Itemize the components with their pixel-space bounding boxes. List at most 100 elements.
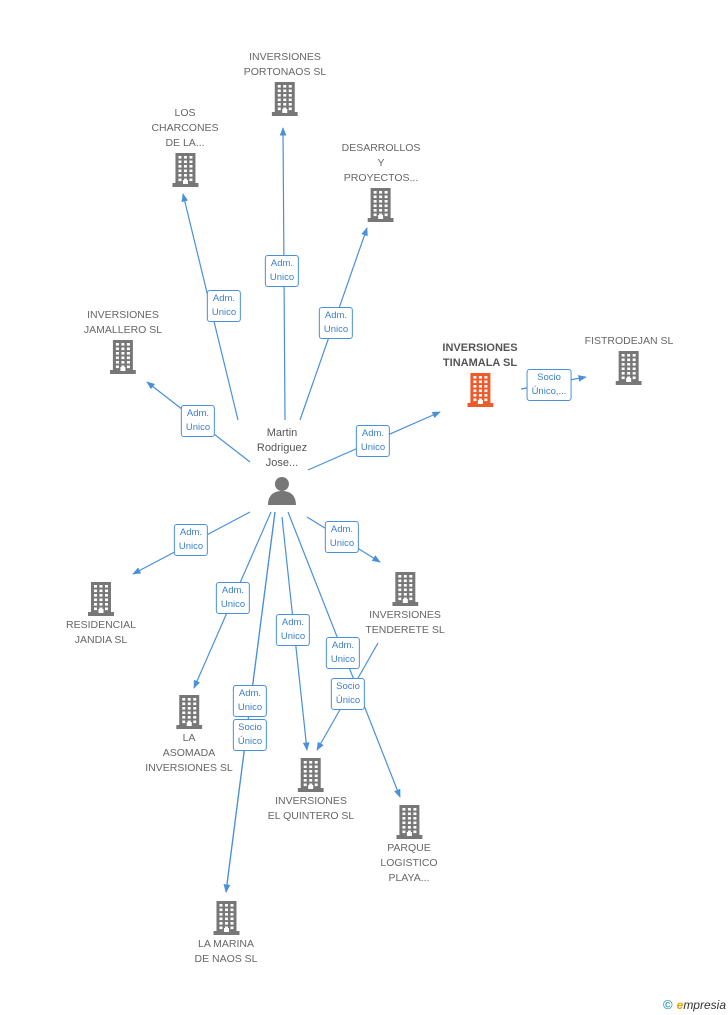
edge-label-text: Unico bbox=[329, 538, 355, 549]
company-label: RESIDENCIAL JANDIA SL bbox=[66, 618, 136, 648]
company-label-line: ASOMADA bbox=[162, 747, 216, 759]
company-node-parque[interactable]: PARQUE LOGISTICO PLAYA... bbox=[380, 803, 438, 886]
company-label-line: INVERSIONES bbox=[275, 795, 347, 807]
edge-label-text: Adm. bbox=[221, 585, 245, 596]
copyright-icon: © bbox=[663, 997, 673, 1012]
company-label-line: Y bbox=[377, 157, 385, 169]
company-label-line: RESIDENCIAL bbox=[65, 619, 137, 631]
edge-label[interactable]: Adm.Unico bbox=[215, 582, 251, 614]
company-node-residencial[interactable]: RESIDENCIAL JANDIA SL bbox=[66, 580, 136, 648]
company-label-line: PORTONAOS SL bbox=[243, 66, 327, 78]
company-node-quintero[interactable]: INVERSIONES EL QUINTERO SL bbox=[268, 756, 355, 824]
company-label-line: TINAMALA SL bbox=[442, 357, 518, 369]
edge-label[interactable]: Adm. Unico bbox=[180, 405, 216, 437]
company-label: INVERSIONES EL QUINTERO SL bbox=[268, 794, 355, 824]
company-label-line: DE LA... bbox=[165, 137, 205, 149]
edge-label-text: Socio bbox=[537, 372, 561, 383]
edge-label[interactable]: Adm. Unico bbox=[264, 255, 300, 287]
building-icon bbox=[88, 582, 114, 616]
company-label-line: LA bbox=[182, 732, 196, 744]
building-icon bbox=[109, 340, 136, 374]
company-label-line: FISTRODEJAN SL bbox=[584, 335, 674, 347]
building-icon bbox=[298, 758, 324, 792]
edge-label-text: Unico bbox=[211, 307, 237, 318]
edge-label-text: Adm. bbox=[270, 258, 294, 269]
person-label-line: Jose... bbox=[265, 457, 299, 469]
building-icon bbox=[616, 351, 642, 385]
edge-label[interactable]: Adm. Unico bbox=[324, 521, 360, 553]
edge-label[interactable]: Adm.Unico bbox=[173, 524, 209, 556]
edge-label-text: Unico bbox=[185, 422, 211, 433]
company-node-desarrollos[interactable]: DESARROLLOS Y PROYECTOS... bbox=[342, 141, 421, 224]
company-label-line: JANDIA SL bbox=[74, 634, 128, 646]
edge-label-text: Unico bbox=[269, 272, 295, 283]
edge-label[interactable]: Adm.Unico bbox=[275, 614, 311, 646]
company-label-line: INVERSIONES bbox=[369, 609, 441, 621]
edge-label-text: Unico bbox=[280, 631, 306, 642]
company-label: FISTRODEJAN SL bbox=[585, 334, 674, 349]
company-label-line: LOS bbox=[174, 107, 196, 119]
edge-label-text: Unico bbox=[330, 654, 356, 665]
company-label-line: EL QUINTERO SL bbox=[267, 810, 355, 822]
edge-label-text: Adm. bbox=[331, 640, 355, 651]
edge-label[interactable]: Adm. Unico bbox=[206, 290, 242, 322]
building-icon bbox=[467, 373, 493, 407]
edge-label-text: Único,... bbox=[531, 386, 567, 397]
building-icon bbox=[396, 805, 422, 839]
edge-label[interactable]: Adm. Unico bbox=[325, 637, 361, 669]
person-icon bbox=[267, 477, 296, 505]
edge-label-text: Unico bbox=[360, 442, 386, 453]
footer: © empresia bbox=[663, 997, 726, 1012]
edge-label-text: Socio bbox=[238, 722, 262, 733]
company-label-line: PARQUE bbox=[387, 842, 431, 854]
edge-label-text: Unico bbox=[178, 541, 204, 552]
edge-label-text: Único bbox=[335, 695, 361, 706]
company-label: INVERSIONES PORTONAOS SL bbox=[244, 50, 326, 80]
edge-label-text: Adm. bbox=[324, 310, 348, 321]
edge-label-text: Adm. bbox=[330, 524, 354, 535]
company-label-line: DESARROLLOS bbox=[341, 142, 421, 154]
company-node-fistrodejan[interactable]: FISTRODEJAN SL bbox=[585, 334, 674, 387]
company-label: INVERSIONES JAMALLERO SL bbox=[84, 308, 162, 338]
building-icon bbox=[368, 188, 394, 222]
company-label-line: JAMALLERO SL bbox=[83, 324, 163, 336]
edge-label-text: Unico bbox=[237, 702, 263, 713]
company-node-tinamala[interactable]: INVERSIONES TINAMALA SL bbox=[442, 341, 518, 409]
edge-label[interactable]: Adm.Unico bbox=[318, 307, 354, 339]
edge-label-text: Adm. bbox=[238, 688, 262, 699]
person-label-line: Rodriguez bbox=[256, 442, 308, 454]
edge-label-text: Adm. bbox=[212, 293, 236, 304]
empresia-logo[interactable]: empresia bbox=[676, 997, 726, 1012]
company-node-jamallero[interactable]: INVERSIONES JAMALLERO SL bbox=[84, 308, 162, 376]
edge-label[interactable]: Adm. Unico bbox=[355, 425, 391, 457]
company-node-portonaos[interactable]: INVERSIONES PORTONAOS SL bbox=[244, 50, 326, 118]
company-label-line: PROYECTOS... bbox=[343, 172, 419, 184]
company-label: DESARROLLOS Y PROYECTOS... bbox=[342, 141, 421, 186]
company-label-line: LA MARINA bbox=[197, 938, 255, 950]
edge-label-text: Adm. bbox=[186, 408, 210, 419]
company-label-line: INVERSIONES bbox=[249, 51, 321, 63]
edge-label-text: Adm. bbox=[361, 428, 385, 439]
building-icon bbox=[176, 695, 202, 729]
edge-label[interactable]: Adm. Unico bbox=[232, 685, 268, 717]
company-label-line: INVERSIONES bbox=[442, 342, 518, 354]
person-label-line: Martin bbox=[266, 427, 298, 439]
company-label: PARQUE LOGISTICO PLAYA... bbox=[380, 841, 437, 886]
company-label-line: PLAYA... bbox=[388, 872, 430, 884]
company-label-line: INVERSIONES bbox=[87, 309, 159, 321]
company-label-line: LOGISTICO bbox=[380, 857, 438, 869]
building-icon bbox=[391, 572, 418, 606]
